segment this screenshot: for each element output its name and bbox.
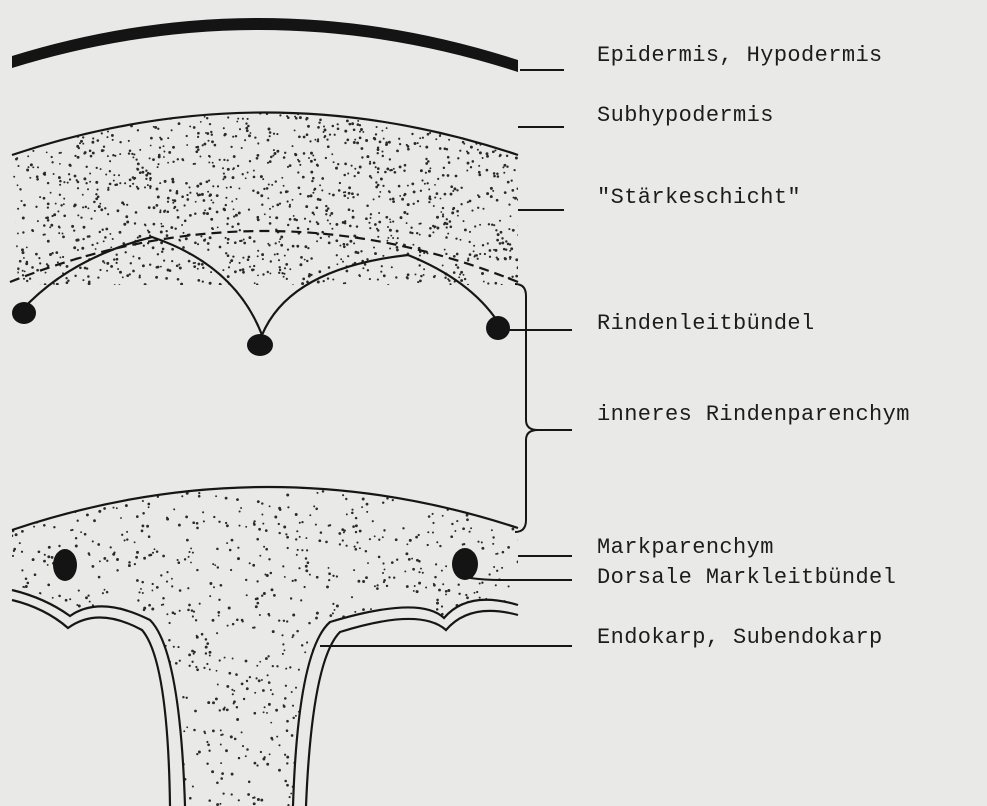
label-inneres-rindenparenchym: inneres Rindenparenchym xyxy=(597,403,910,427)
leader-dorsale-markleitbuendel xyxy=(470,578,572,580)
leader-lines xyxy=(320,70,572,646)
epidermis-band xyxy=(12,18,518,72)
bracket-inneres-rindenparenchym xyxy=(515,284,538,532)
label-markparenchym: Markparenchym xyxy=(597,536,774,560)
label-rindenleitbuendel: Rindenleitbündel xyxy=(597,312,815,336)
rindenleitbuendel-center xyxy=(247,334,273,356)
dorsale-markleitbuendel-left xyxy=(53,549,77,581)
endokarp-lines xyxy=(12,590,518,806)
label-endokarp: Endokarp, Subendokarp xyxy=(597,626,883,650)
rindenleitbuendel-right xyxy=(486,316,510,340)
label-epidermis: Epidermis, Hypodermis xyxy=(597,44,883,68)
dorsale-markleitbuendel-right xyxy=(452,548,478,580)
label-staerkeschicht: "Stärkeschicht" xyxy=(597,186,801,210)
markparenchym-arc xyxy=(12,487,518,530)
subhypodermis-arc xyxy=(12,113,518,156)
label-dorsale-markleitbuendel: Dorsale Markleitbündel xyxy=(597,566,896,590)
rindenleitbuendel-left xyxy=(12,302,36,324)
mark-stipple xyxy=(10,479,521,806)
label-subhypodermis: Subhypodermis xyxy=(597,104,774,128)
